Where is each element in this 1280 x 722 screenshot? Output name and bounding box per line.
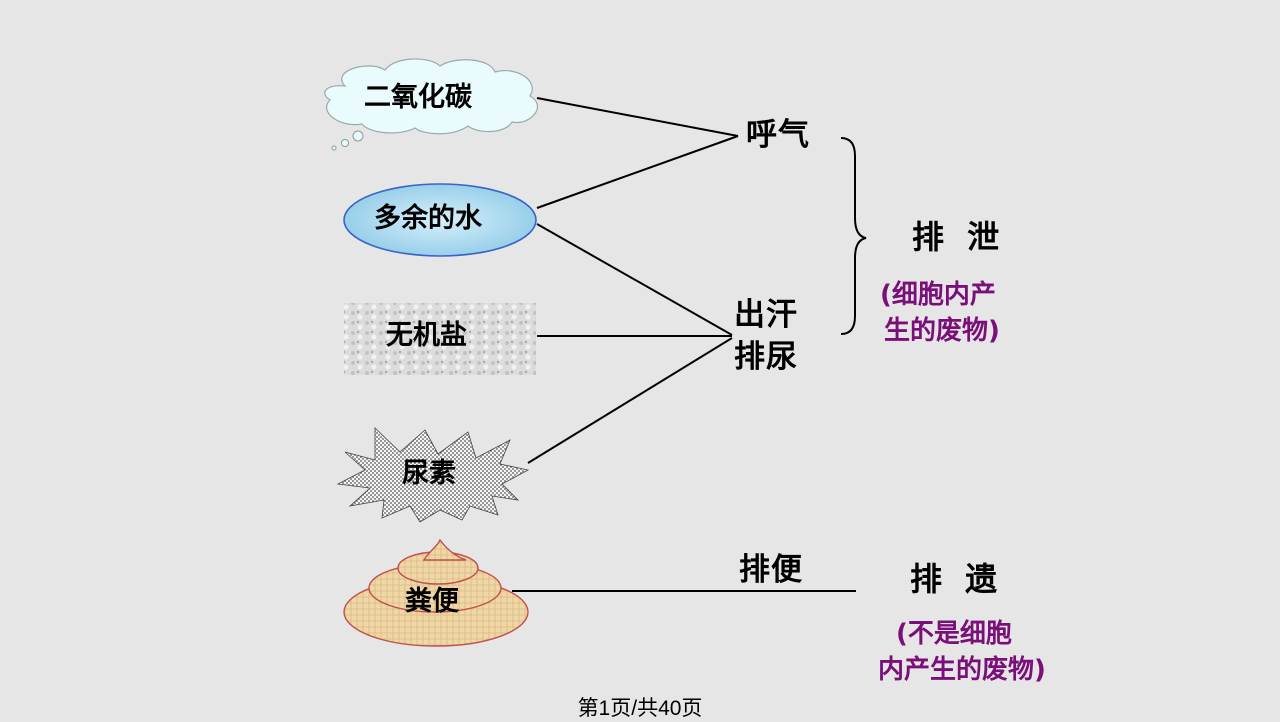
line-urea-sweat <box>527 337 733 464</box>
salt-label: 无机盐 <box>386 320 467 351</box>
egestion-note: (不是细胞 内产生的废物) <box>878 616 1046 688</box>
breath-label: 呼气 <box>746 117 810 153</box>
egestion-note-line-1: (不是细胞 <box>896 619 1012 649</box>
connector-lines <box>512 97 856 592</box>
feces-pile-shape <box>343 538 529 647</box>
water-label: 多余的水 <box>374 203 482 234</box>
salt-rect-shape <box>344 303 536 375</box>
line-water-sweat <box>536 223 733 336</box>
co2-cloud-shape <box>324 58 538 151</box>
excretion-label: 排 泄 <box>912 218 1006 256</box>
sweat-label: 出汗 <box>734 297 798 333</box>
urea-label: 尿素 <box>402 458 456 489</box>
excretion-note-line-1: (细胞内产 <box>880 280 996 310</box>
water-ellipse-shape <box>343 183 537 257</box>
urine-label: 排尿 <box>734 339 798 375</box>
feces-label: 粪便 <box>405 586 459 617</box>
egestion-note-line-2: 内产生的废物) <box>878 655 1046 685</box>
egestion-label: 排 遗 <box>910 560 1004 598</box>
co2-label: 二氧化碳 <box>364 82 472 113</box>
excretion-note: (细胞内产 生的废物) <box>880 277 1000 349</box>
defecate-label: 排便 <box>739 552 803 588</box>
excretion-note-line-2: 生的废物) <box>884 316 1000 346</box>
line-water-breath <box>536 135 739 209</box>
urea-starburst-shape <box>336 427 530 523</box>
excretion-brace <box>840 137 867 335</box>
line-co2-breath <box>536 97 739 137</box>
page-footer: 第1页/共40页 <box>577 697 703 720</box>
